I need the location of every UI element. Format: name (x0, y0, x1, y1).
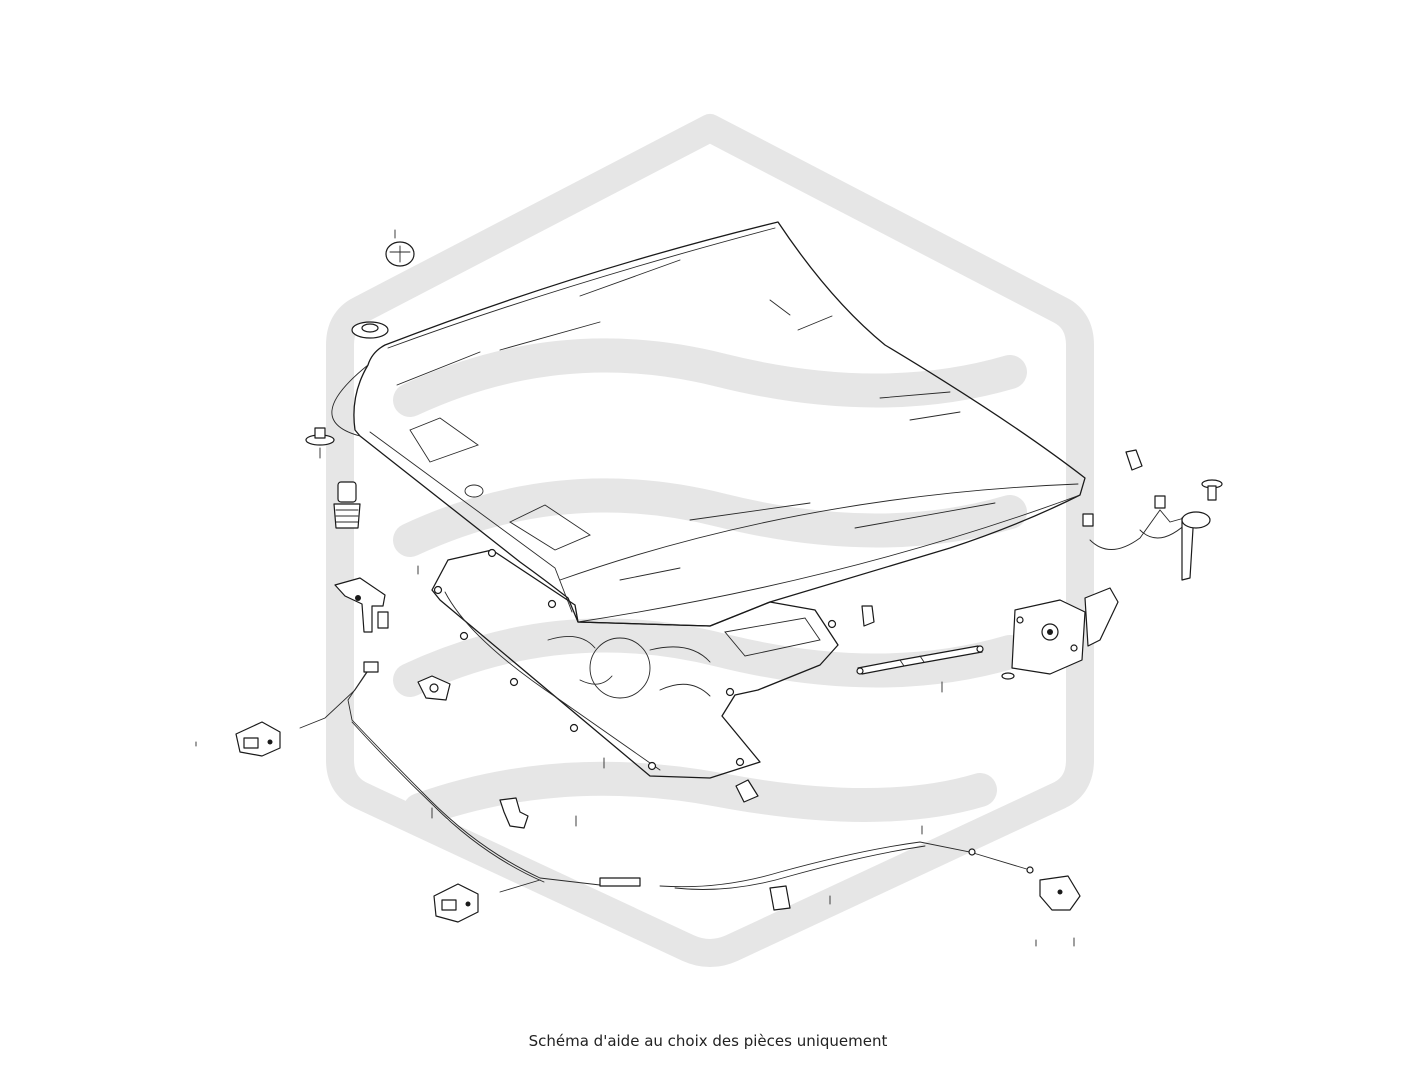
release-handle (1039, 875, 1081, 911)
leader-lines (195, 229, 1075, 947)
hood-emblem (385, 241, 415, 267)
hexagon-logo-icon (326, 114, 1094, 967)
hinge-bracket (334, 577, 389, 633)
diagram-caption: Schéma d'aide au choix des pièces unique… (528, 1032, 888, 1050)
hood-prop-rod (1181, 479, 1223, 581)
bump-stop (333, 481, 361, 529)
gas-strut (856, 645, 984, 675)
push-clip (305, 427, 335, 459)
hood-latch (235, 721, 479, 923)
hood-hinge (1001, 587, 1119, 680)
grommet (351, 321, 389, 339)
hood-panel (331, 221, 1086, 627)
hood-insulation-liner (431, 548, 839, 779)
release-cable (299, 495, 1196, 893)
cable-clip (417, 449, 1143, 911)
